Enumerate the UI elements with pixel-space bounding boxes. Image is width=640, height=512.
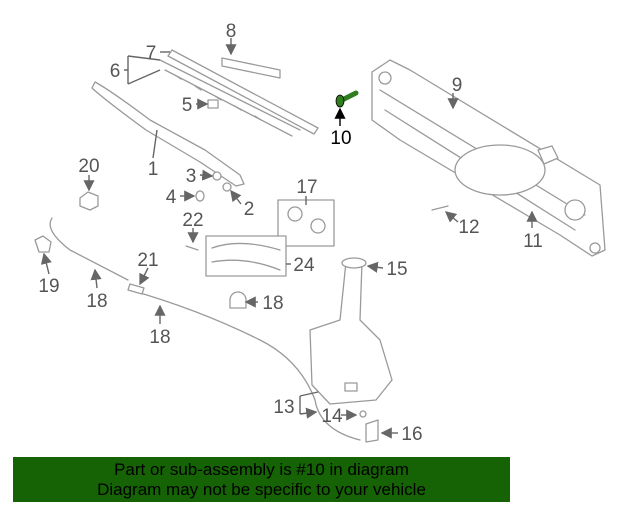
callout-13[interactable]: 13 — [273, 397, 294, 418]
callout-17[interactable]: 17 — [296, 177, 317, 198]
callout-18a[interactable]: 18 — [86, 291, 107, 312]
callout-19[interactable]: 18 — [262, 293, 283, 314]
cap-part-19 — [229, 291, 247, 309]
grommet-part-14 — [359, 410, 367, 418]
connector-part-22 — [127, 283, 145, 295]
cap-part-4 — [195, 190, 205, 202]
callout-18b[interactable]: 18 — [149, 327, 170, 348]
callout-9[interactable]: 9 — [452, 75, 463, 96]
callout-7[interactable]: 7 — [146, 43, 157, 64]
washer-part-2 — [222, 182, 232, 192]
banner-line-disclaimer: Diagram may not be specific to your vehi… — [97, 480, 426, 499]
callout-11[interactable]: 11 — [523, 231, 543, 252]
callout-5[interactable]: 5 — [182, 95, 193, 116]
callout-10[interactable]: 10 — [330, 128, 351, 149]
wiper-blade — [159, 49, 319, 137]
callout-3[interactable]: 3 — [186, 166, 197, 187]
clip-part-5 — [207, 99, 219, 109]
callout-2[interactable]: 2 — [244, 199, 255, 220]
bolt-part-12 — [431, 205, 449, 211]
info-banner: Part or sub-assembly is #10 in diagram D… — [13, 457, 510, 502]
callout-22[interactable]: 21 — [137, 250, 158, 271]
washer-reservoir — [309, 257, 393, 405]
hose-box — [205, 235, 287, 277]
bolt-part-10 — [335, 90, 359, 108]
callout-8[interactable]: 8 — [226, 21, 237, 42]
callout-4[interactable]: 4 — [166, 187, 177, 208]
callout-12[interactable]: 12 — [458, 217, 479, 238]
banner-line-part-number: Part or sub-assembly is #10 in diagram — [114, 460, 409, 479]
callout-15[interactable]: 15 — [386, 259, 407, 280]
callout-6[interactable]: 6 — [110, 61, 121, 82]
wiper-arm — [91, 81, 245, 187]
callout-16[interactable]: 16 — [401, 424, 422, 445]
wiper-linkage-motor — [371, 59, 606, 257]
callout-24[interactable]: 24 — [293, 255, 315, 276]
callout-14[interactable]: 14 — [321, 406, 343, 427]
nozzle-part-20 — [34, 235, 52, 253]
hose-part-18a — [49, 217, 129, 281]
nozzle-part-21 — [79, 191, 99, 211]
wiper-refill — [221, 57, 281, 79]
nut-part-3 — [212, 171, 222, 181]
callout-1[interactable]: 1 — [148, 159, 159, 180]
callout-21[interactable]: 20 — [78, 156, 99, 177]
clip-part-23 — [185, 245, 199, 251]
callout-23[interactable]: 22 — [182, 210, 203, 231]
callout-20[interactable]: 19 — [38, 276, 59, 297]
bracket-part-16 — [365, 419, 379, 443]
